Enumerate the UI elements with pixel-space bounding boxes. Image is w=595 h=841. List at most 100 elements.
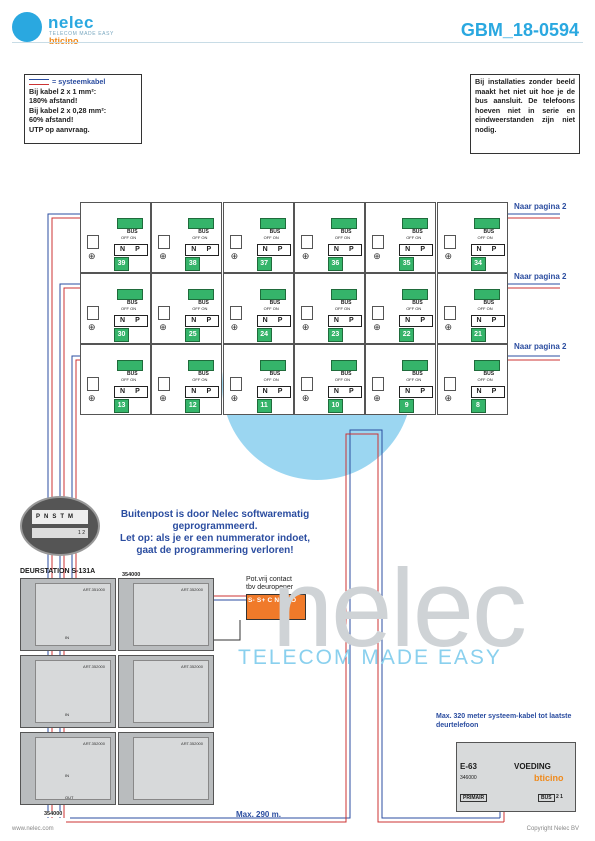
relay-label: Pot.vrij contact tbv deuropener: [246, 576, 293, 592]
programming-note-line: Buitenpost is door Nelec softwarematig: [120, 509, 310, 520]
switch-label: OFF ON: [477, 377, 493, 382]
bus-label: BUS: [269, 300, 281, 306]
np-n-label: N: [405, 388, 411, 395]
terminal-block-icon: [188, 218, 215, 229]
handset-icon: [87, 377, 99, 391]
watermark-word: nelec: [272, 547, 527, 670]
connector-icon: ⊕: [159, 251, 167, 261]
bus-label: BUS: [340, 300, 352, 306]
np-n-label: N: [476, 317, 482, 324]
bus-label: BUS: [412, 229, 423, 235]
apartment-number: 11: [256, 399, 272, 413]
module-article: ART.351000: [83, 587, 105, 592]
bus-label: BUS: [198, 229, 209, 235]
np-n-label: N: [191, 388, 197, 395]
terminal-block-icon: [402, 218, 429, 229]
power-supply-brand: bticino: [534, 773, 564, 783]
np-n-label: N: [262, 317, 268, 324]
np-p-label: P: [277, 317, 283, 324]
programming-note-line: gaat de programmering verloren!: [136, 545, 294, 556]
switch-label: OFF ON: [263, 235, 279, 240]
handset-icon: [229, 377, 242, 391]
switch-label: OFF ON: [121, 306, 137, 311]
terminal-block-icon: [330, 360, 357, 371]
terminal-block-icon: [188, 289, 215, 300]
module-out-label: OUT: [65, 795, 74, 800]
cable-info-line: 180% afstand!: [29, 96, 78, 105]
connector-icon: ⊕: [88, 251, 96, 261]
apartment-number: 10: [327, 399, 343, 413]
connector-icon: ⊕: [230, 322, 239, 332]
door-station-title: DEURSTATION S-131A: [20, 568, 96, 575]
apartment-number: 21: [470, 328, 486, 342]
np-n-label: N: [191, 317, 197, 324]
apartment-number: 35: [399, 257, 415, 271]
np-n-label: N: [333, 246, 339, 253]
terminal-block-icon: [117, 360, 143, 371]
header-divider: [12, 42, 583, 43]
system-cable-legend-icon: [29, 79, 49, 86]
power-supply-code: 346000: [460, 775, 477, 781]
module-article: ART.352000: [83, 741, 105, 746]
door-station-code-bottom: 354000: [44, 811, 63, 817]
np-p-label: P: [491, 246, 497, 253]
relay-label-line: tbv deuropener: [246, 584, 294, 591]
module-article: ART.352000: [181, 587, 203, 592]
connector-icon: ⊕: [159, 393, 167, 403]
switch-label: OFF ON: [334, 306, 350, 311]
door-station-code-top: 354000: [122, 572, 141, 578]
apartment-number: 8: [470, 399, 486, 413]
np-p-label: P: [349, 317, 354, 324]
terminal-block-icon: [473, 218, 500, 229]
door-module: ART.352000: [118, 578, 214, 651]
apartment-number: 24: [256, 328, 272, 342]
watermark-tagline: TELECOM MADE EASY: [238, 646, 502, 669]
keypad-small-1: 1: [78, 530, 81, 536]
switch-label: OFF ON: [477, 306, 493, 311]
handset-icon: [443, 377, 456, 391]
power-supply-unit: [456, 742, 576, 812]
programming-note-line: Let op: als je er een nummerator indoet,: [119, 533, 311, 544]
switch-label: OFF ON: [406, 235, 422, 240]
cable-info-line: 60% afstand!: [29, 115, 74, 124]
handset-icon: [300, 306, 313, 320]
terminal-block-icon: [117, 289, 143, 300]
apartment-number: 34: [470, 257, 486, 271]
keypad-small-2: 2: [82, 530, 85, 536]
connector-icon: ⊕: [88, 393, 96, 403]
np-p-label: P: [277, 246, 283, 253]
switch-label: OFF ON: [192, 306, 208, 311]
np-p-label: P: [206, 317, 212, 324]
keypad-label-tm: TM: [60, 514, 78, 520]
power-supply-name: VOEDING: [514, 762, 551, 771]
terminal-block-icon: [188, 360, 215, 371]
np-p-label: P: [135, 317, 140, 324]
bus-label: BUS: [483, 229, 495, 235]
bus-label: BUS: [412, 371, 423, 377]
handset-icon: [158, 306, 171, 320]
np-p-label: P: [135, 388, 140, 395]
handset-icon: [300, 235, 313, 249]
relay-terminals: S- S+ C NC NO: [248, 597, 297, 604]
apartment-number: 37: [256, 257, 272, 271]
